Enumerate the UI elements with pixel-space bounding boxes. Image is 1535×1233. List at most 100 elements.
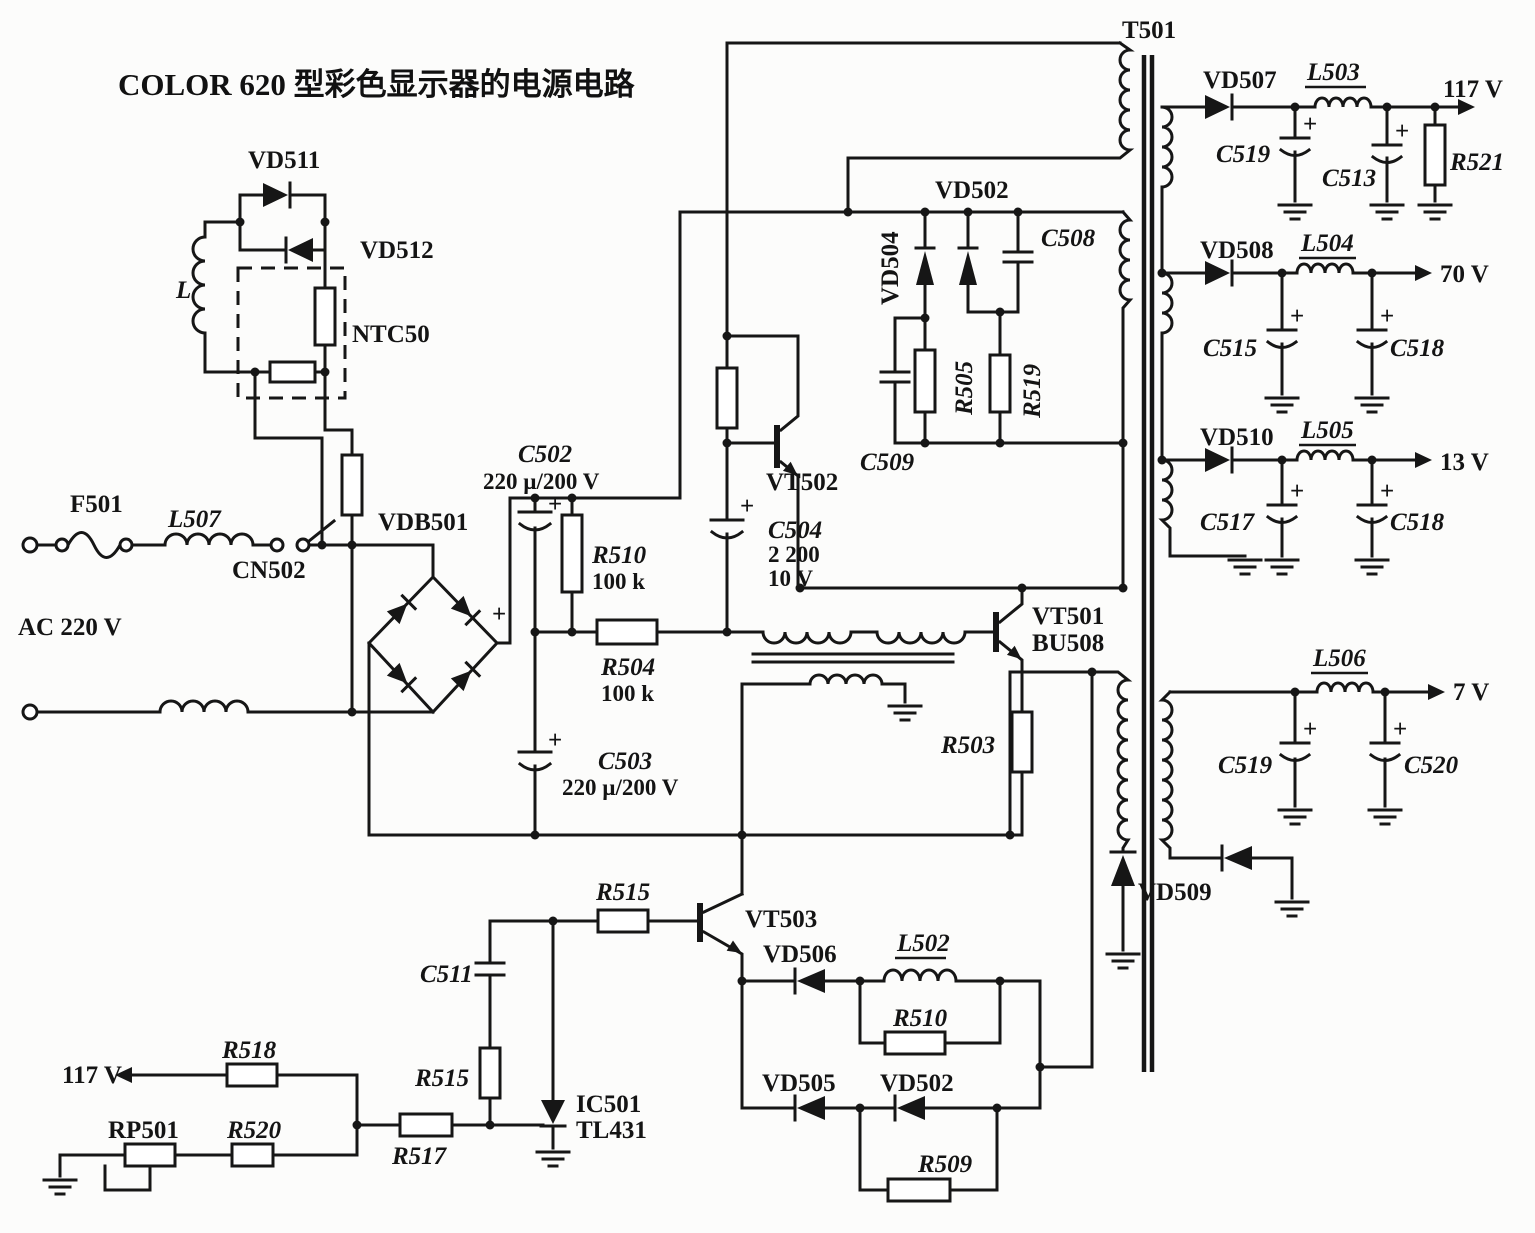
page-title: COLOR 620 型彩色显示器的电源电路	[118, 67, 636, 102]
bridge-rectifier-vdb501	[366, 574, 500, 715]
r515b-resistor	[478, 1046, 502, 1100]
c518b-label: C518	[1390, 509, 1445, 536]
wires	[35, 40, 1460, 1192]
vd512-label: VD512	[360, 237, 434, 264]
vd504-label: VD504	[877, 231, 904, 305]
c519b-plus: +	[1303, 716, 1317, 743]
out-70v-label: 70 V	[1440, 261, 1489, 288]
c519-117-plus: +	[1303, 111, 1317, 138]
c504-value2: 10 V	[768, 566, 813, 591]
vd508-diode	[1205, 259, 1234, 287]
t501-core	[1141, 55, 1155, 1072]
l504-label: L504	[1300, 230, 1354, 257]
c519b-label: C519	[1218, 752, 1273, 779]
c519b-cap	[1278, 741, 1312, 762]
c509-cap	[879, 370, 911, 384]
fuse-terminal	[118, 537, 134, 553]
r517-label: R517	[391, 1143, 448, 1170]
vt503-label: VT503	[745, 906, 817, 933]
ground-symbols	[42, 203, 1453, 1196]
c517-cap	[1265, 503, 1299, 524]
out-7v-label: 7 V	[1453, 679, 1489, 706]
r505-resistor	[913, 348, 937, 414]
arrow-117v-feedback	[115, 1067, 132, 1083]
c502-plus: +	[548, 491, 562, 518]
c504-label: C504	[768, 517, 822, 544]
vd511-diode	[263, 181, 292, 209]
vd509-label: VD509	[1138, 879, 1212, 906]
r518-label: R518	[221, 1037, 277, 1064]
c518a-plus: +	[1380, 303, 1394, 330]
c519-117-label: C519	[1216, 141, 1271, 168]
l505-label: L505	[1300, 417, 1354, 444]
labels: COLOR 620 型彩色显示器的电源电路 VD511 VD512 L NTC5…	[18, 17, 1504, 1178]
r509-label: R509	[917, 1151, 973, 1178]
c513-label: C513	[1322, 165, 1376, 192]
vd506-diode	[793, 967, 825, 995]
rect-7v-diode	[1220, 844, 1252, 872]
vd505-label: VD505	[762, 1070, 836, 1097]
vd511-label: VD511	[248, 147, 320, 174]
vd502-label: VD502	[935, 177, 1009, 204]
c511-cap	[474, 961, 506, 977]
capacitors	[474, 136, 1404, 977]
vd505-diode	[793, 1094, 825, 1122]
vd510-label: VD510	[1200, 424, 1274, 451]
r510-value: 100 k	[592, 569, 645, 594]
cn502-contact	[295, 537, 311, 553]
ic501-label: IC501	[576, 1091, 641, 1118]
diodes	[263, 93, 1252, 1128]
vt501-type: BU508	[1032, 630, 1104, 657]
f501-label: F501	[70, 491, 123, 518]
vd506-label: VD506	[763, 941, 837, 968]
vt502-label: VT502	[766, 469, 838, 496]
ntc50-dashed-box	[236, 266, 347, 400]
r515b-label: R515	[414, 1065, 469, 1092]
r504-value: 100 k	[601, 681, 654, 706]
vd509-diode	[1109, 850, 1137, 886]
feedback-117v-label: 117 V	[62, 1062, 122, 1089]
vt501-label: VT501	[1032, 603, 1104, 630]
vd507-label: VD507	[1203, 67, 1277, 94]
c503-value: 220 µ/200 V	[562, 775, 679, 800]
l-coil-label: L	[175, 277, 191, 304]
out-117v-label: 117 V	[1443, 76, 1503, 103]
vd502b-label: VD502	[880, 1070, 954, 1097]
c518a-label: C518	[1390, 335, 1445, 362]
degauss-resistor	[340, 453, 364, 517]
vt502-base-resistor	[715, 366, 739, 430]
r510b-resistor	[883, 1030, 947, 1056]
c508-cap	[1002, 250, 1034, 264]
misc-symbols	[21, 85, 1475, 1083]
arrow-70v	[1415, 265, 1432, 281]
r520-label: R520	[226, 1117, 282, 1144]
vd507-diode	[1205, 93, 1234, 121]
c518a-cap	[1355, 328, 1389, 349]
vd504-diode-a	[914, 246, 936, 285]
c517-label: C517	[1200, 509, 1256, 536]
c520-plus: +	[1393, 716, 1407, 743]
c520-label: C520	[1404, 752, 1459, 779]
r510-label: R510	[591, 542, 647, 569]
r504-resistor	[595, 618, 659, 646]
r519-label: R519	[1019, 363, 1046, 419]
r505-label: R505	[951, 361, 978, 416]
c515-plus: +	[1290, 303, 1304, 330]
c513-cap	[1370, 143, 1404, 164]
transistors	[697, 425, 1022, 954]
vd502-feedback-diode	[893, 1094, 925, 1122]
c511-label: C511	[420, 961, 473, 988]
r521-resistor	[1423, 123, 1447, 187]
c519-cap-117	[1278, 136, 1312, 157]
c508-label: C508	[1041, 225, 1096, 252]
r510-resistor	[560, 513, 584, 594]
r504-label: R504	[600, 654, 655, 681]
ntc50-label: NTC50	[352, 321, 430, 348]
vd510-diode	[1205, 446, 1234, 474]
c518b-cap	[1355, 503, 1389, 524]
vd508-label: VD508	[1200, 237, 1274, 264]
c504-value1: 2 200	[768, 542, 820, 567]
r503-label: R503	[940, 732, 995, 759]
vd504-diode-b	[957, 246, 979, 285]
